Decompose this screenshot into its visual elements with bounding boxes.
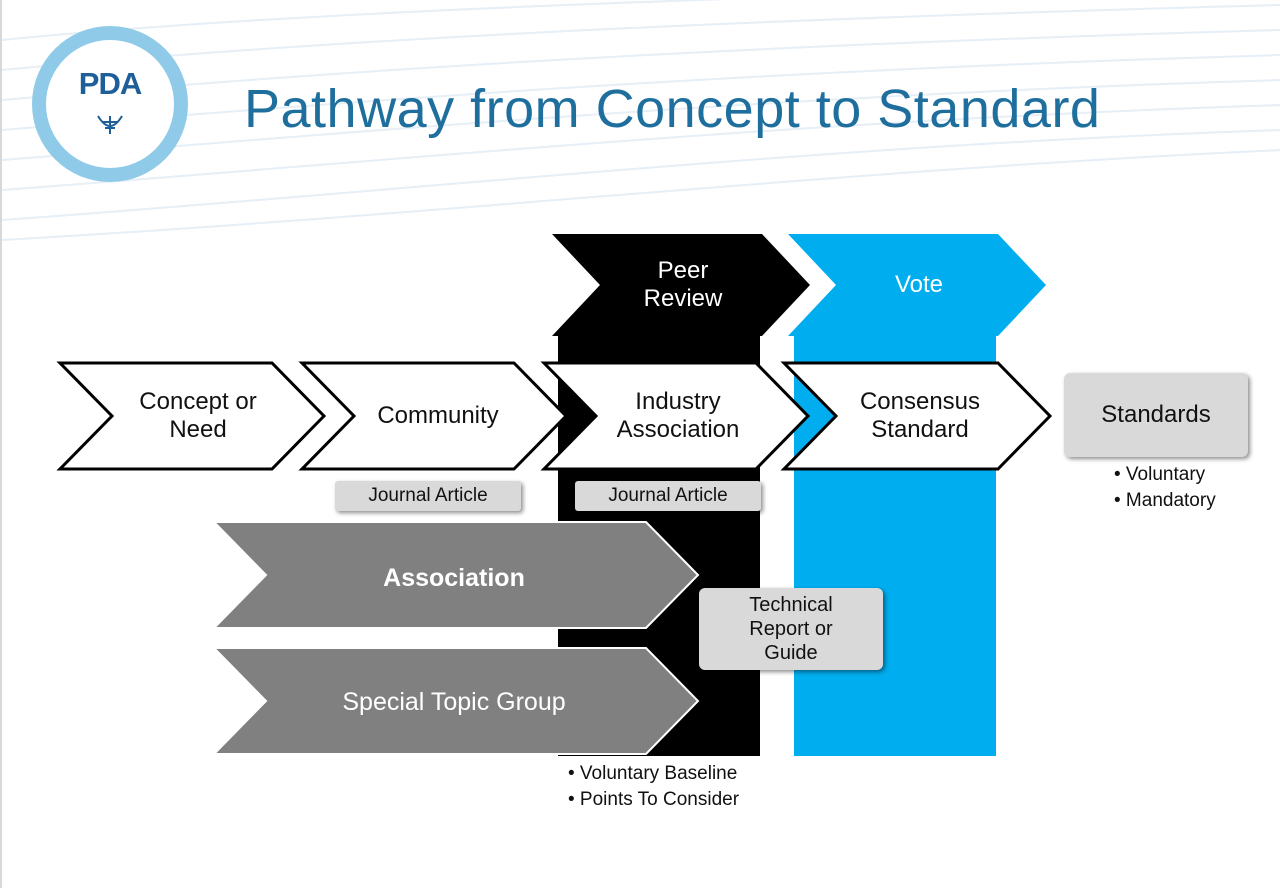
standards-label: Standards <box>1101 401 1211 428</box>
standards-bullet: • Voluntary <box>1114 464 1206 485</box>
peer-review-label: Peer Review <box>643 257 723 312</box>
journal-article-box: Journal Article <box>575 481 761 511</box>
vote-label: Vote <box>894 271 944 299</box>
community-label: Community <box>377 402 499 430</box>
association-arrow <box>211 521 700 629</box>
stg-arrow <box>211 647 700 755</box>
industry-chevron <box>540 361 811 471</box>
community-chevron <box>298 361 569 471</box>
standards-box: Standards <box>1064 373 1248 457</box>
pda-logo: PDA <box>32 26 188 182</box>
journal-article-box: Journal Article <box>335 481 521 511</box>
vote-arrow <box>788 234 1046 336</box>
logo-text: PDA <box>78 66 142 101</box>
peer-review-arrow <box>552 234 810 336</box>
consensus-label: Consensus Standard <box>859 388 981 443</box>
association-label: Association <box>383 563 525 592</box>
technical-report-box: Technical Report or Guide <box>699 588 883 670</box>
page-title: Pathway from Concept to Standard <box>244 79 1101 139</box>
stg-label: Special Topic Group <box>342 687 566 716</box>
baseline-bullet: • Voluntary Baseline <box>568 763 738 784</box>
globe-icon <box>97 115 123 134</box>
technical-report-label: Technical Report or Guide <box>749 594 833 664</box>
journal-article-label: Journal Article <box>608 485 728 506</box>
standards-bullets: • Voluntary • Mandatory <box>1114 462 1216 514</box>
concept-chevron <box>56 361 327 471</box>
baseline-bullets: • Voluntary Baseline • Points To Conside… <box>568 761 739 813</box>
standards-bullet: • Mandatory <box>1114 490 1216 511</box>
concept-label: Concept or Need <box>139 388 257 443</box>
industry-label: Industry Association <box>616 388 740 443</box>
background-lines <box>2 0 1280 241</box>
consensus-chevron <box>780 361 1053 471</box>
journal-article-label: Journal Article <box>368 485 488 506</box>
baseline-bullet: • Points To Consider <box>568 789 740 810</box>
